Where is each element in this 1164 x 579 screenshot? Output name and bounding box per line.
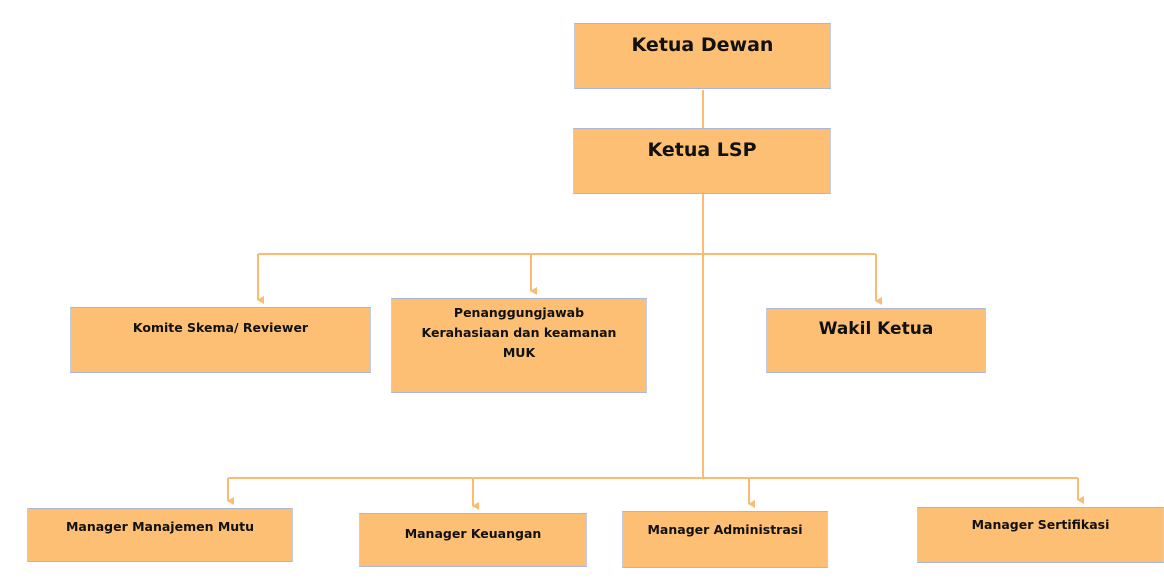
node-label-line-3: MUK	[502, 345, 536, 360]
node-label: Manager Manajemen Mutu	[65, 519, 255, 534]
node-wakil-ketua: Wakil Ketua	[766, 308, 986, 373]
node-label: Ketua Dewan	[631, 34, 774, 56]
node-label: Ketua LSP	[647, 139, 757, 161]
node-manager-keuangan: Manager Keuangan	[359, 513, 587, 567]
node-manager-sertifikasi: Manager Sertifikasi	[917, 507, 1164, 563]
node-label-line-1: Penanggungjawab	[453, 305, 585, 320]
node-label: Manager Sertifikasi	[971, 517, 1110, 532]
node-manager-mutu: Manager Manajemen Mutu	[27, 508, 293, 562]
node-label: Wakil Ketua	[818, 319, 934, 339]
node-label: Manager Administrasi	[647, 522, 803, 537]
node-label: Manager Keuangan	[404, 526, 542, 541]
node-label: Komite Skema/ Reviewer	[132, 320, 309, 335]
node-penanggungjawab: Penanggungjawab Kerahasiaan dan keamanan…	[391, 298, 647, 393]
node-manager-administrasi: Manager Administrasi	[622, 511, 828, 568]
node-label-line-2: Kerahasiaan dan keamanan	[421, 325, 617, 340]
node-ketua-dewan: Ketua Dewan	[574, 23, 831, 89]
node-ketua-lsp: Ketua LSP	[573, 128, 831, 194]
node-komite-skema: Komite Skema/ Reviewer	[70, 307, 371, 373]
